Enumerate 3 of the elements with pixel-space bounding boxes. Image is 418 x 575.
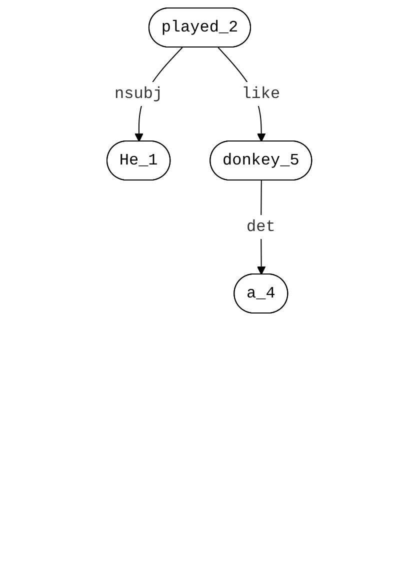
edge-label: nsubj [114, 84, 162, 103]
edge-label: det [246, 218, 275, 236]
edge-label: like [241, 84, 280, 103]
